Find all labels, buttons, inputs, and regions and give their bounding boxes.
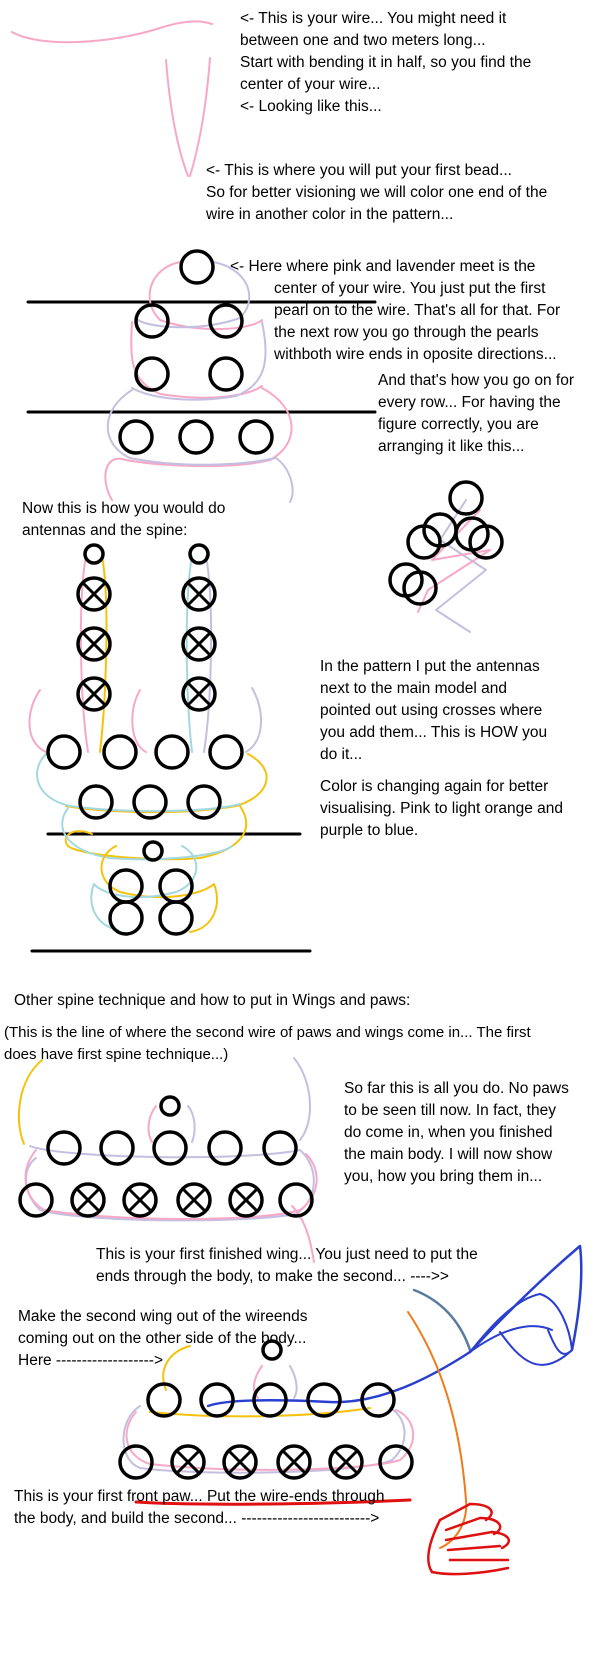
wire-paths-section-2 — [104, 261, 294, 503]
first-bead-text: <- This is where you will put your first… — [206, 162, 548, 223]
wires-section-4 — [17, 1057, 318, 1263]
rows-text: And that's how you go on for every row..… — [378, 372, 574, 455]
beads-section-2 — [118, 249, 274, 455]
color-change-text: Color is changing again for better visua… — [320, 778, 563, 839]
second-wing-text: Make the second wing out of the wireends… — [18, 1308, 308, 1369]
pattern-text: In the pattern I put the antennas next t… — [320, 658, 548, 763]
wire-bent-v — [165, 57, 211, 177]
second-wire-note: (This is the line of where the second wi… — [4, 1024, 531, 1063]
center-wire-text: <- Here where pink and lavender meet is … — [230, 258, 561, 363]
cross-markers-section-3 — [81, 581, 212, 707]
antenna-wires — [28, 555, 263, 753]
beads-section-4 — [18, 1095, 314, 1218]
beads-section-5 — [118, 1339, 414, 1480]
arrangement-sketch — [388, 480, 504, 633]
paw-drawing — [427, 1502, 511, 1576]
spine-wires — [36, 753, 268, 933]
so-far-text: So far this is all you do. No paws to be… — [344, 1080, 569, 1185]
wire-horizontal — [11, 20, 213, 44]
wing-drawing — [412, 1244, 583, 1366]
row-lines-section-2 — [26, 300, 377, 414]
cross-markers-section-5 — [175, 1449, 359, 1475]
cross-markers-section-4 — [75, 1187, 259, 1213]
first-wing-text: This is your first finished wing... You … — [96, 1246, 478, 1285]
wire-intro-text: <- This is your wire... You might need i… — [240, 10, 532, 115]
other-spine-heading: Other spine technique and how to put in … — [14, 992, 411, 1009]
beads-section-3 — [46, 543, 244, 936]
antennas-heading: Now this is how you would do antennas an… — [22, 500, 226, 539]
front-paw-text: This is your first front paw... Put the … — [14, 1488, 385, 1527]
